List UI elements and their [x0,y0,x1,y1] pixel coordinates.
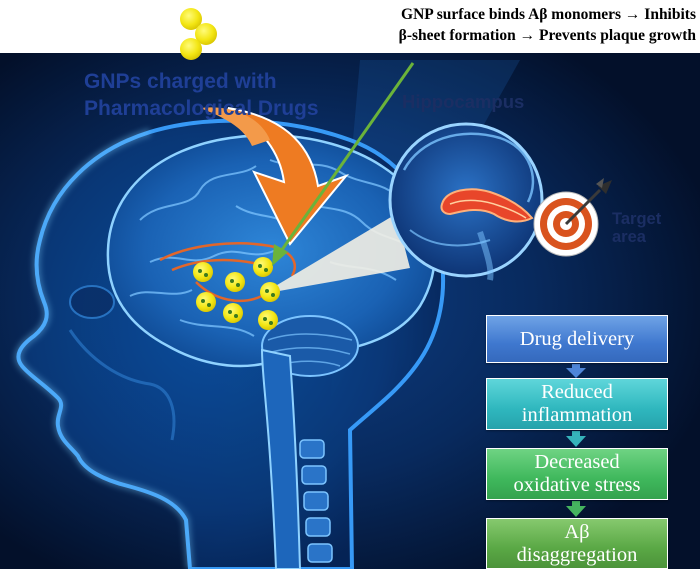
free-nanoparticles [180,8,217,60]
step-4-line-1: Aβ [564,520,590,543]
gnp-label-line-1: GNPs charged with [84,70,277,93]
hippocampus-label: Hippocampus [402,91,525,112]
nanoparticle-icon [196,292,216,312]
top-white-area [0,0,700,53]
limbic-pathway [159,242,296,303]
target-label-line-2: area [612,228,646,246]
flow-arrow-3 [566,501,586,517]
nanoparticle-icon [258,310,278,330]
nanoparticle-icon [225,272,245,292]
nanoparticle-icon [223,303,243,323]
nanoparticle-icon [260,282,280,302]
target-area-label: Target area [612,210,692,246]
gnp-label: GNPs charged with Pharmacological Drugs [84,68,374,122]
flow-arrows [566,364,586,517]
orange-tail-arrow [200,107,270,146]
step-reduced-inflammation: Reduced inflammation [486,378,668,430]
green-pointer-arrow [272,62,415,266]
caption-line-1: GNP surface binds Aβ monomers → Inhibits [401,6,696,23]
step-3-line-1: Decreased [534,451,620,473]
flow-arrow-1 [566,364,586,378]
zoom-beam [262,214,410,294]
nanoparticle-icon [195,23,217,45]
spine [299,439,333,563]
nanoparticle-icon [180,38,202,60]
eye-socket [69,285,115,319]
mechanism-caption: GNP surface binds Aβ monomers → Inhibits… [344,4,696,46]
brain-icon [106,134,436,569]
hippocampus-structure [440,188,534,223]
flow-arrow-2 [566,431,586,447]
nanoparticle-cluster [193,257,280,330]
step-decreased-oxidative-stress: Decreased oxidative stress [486,448,668,500]
target-label-line-1: Target [612,210,662,228]
step-2-line-1: Reduced [541,381,613,403]
hippocampus-inset [388,122,544,281]
step-2-line-2: inflammation [521,404,633,426]
step-1-line-1: Drug delivery [519,327,635,350]
dart-icon [564,178,612,226]
step-4-line-2: disaggregation [516,543,638,566]
nanoparticle-icon [253,257,273,277]
step-abeta-disaggregation: Aβ disaggregation [486,518,668,569]
nanoparticle-icon [193,262,213,282]
step-drug-delivery: Drug delivery [486,315,668,363]
step-3-line-2: oxidative stress [513,474,641,496]
caption-line-2: β-sheet formation → Prevents plaque grow… [398,27,696,44]
skull-outline [68,329,176,441]
nanoparticle-icon [180,8,202,30]
gnp-label-line-2: Pharmacological Drugs [84,97,319,120]
